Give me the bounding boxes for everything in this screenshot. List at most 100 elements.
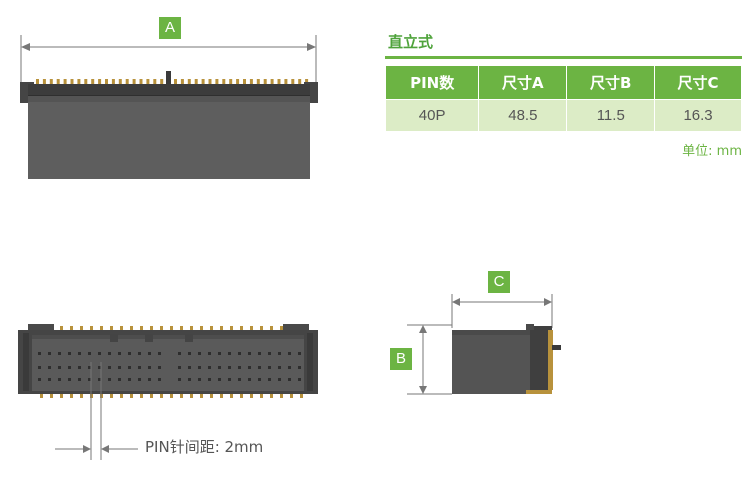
pin-tip (153, 79, 157, 85)
pin-tip (194, 79, 198, 85)
contact-hole (278, 378, 281, 381)
front-view-drawing (18, 324, 318, 460)
pin-tip (132, 79, 136, 85)
pin-tip (210, 394, 213, 398)
dim-a-arrow-right (307, 43, 316, 51)
contact-hole (218, 352, 221, 355)
contact-hole (228, 352, 231, 355)
pin-tip (263, 79, 267, 85)
contact-hole (258, 352, 261, 355)
contact-hole (298, 352, 301, 355)
contact-hole (278, 352, 281, 355)
contact-hole (148, 366, 151, 369)
title-rule (385, 56, 742, 59)
contact-hole (158, 352, 161, 355)
pin-tip (120, 394, 123, 398)
contact-hole (98, 366, 101, 369)
contact-hole (188, 378, 191, 381)
contact-hole (88, 352, 91, 355)
contact-hole (268, 378, 271, 381)
contact-hole (288, 378, 291, 381)
contact-hole (58, 366, 61, 369)
pin-tip (91, 79, 95, 85)
side-body (452, 330, 530, 394)
pin-tip (140, 394, 143, 398)
pin-tip (160, 326, 163, 330)
contact-hole (288, 366, 291, 369)
header-pin-count: PIN数 (384, 65, 480, 100)
pin-tip (270, 394, 273, 398)
contact-hole (128, 366, 131, 369)
contact-hole (178, 366, 181, 369)
contact-hole (228, 366, 231, 369)
contact-hole (108, 378, 111, 381)
pin-tip (98, 79, 102, 85)
pin-tip (77, 79, 81, 85)
header-size-c: 尺寸C (654, 65, 742, 100)
cell-size-c: 16.3 (654, 99, 742, 132)
contact-hole (248, 378, 251, 381)
contact-hole (48, 352, 51, 355)
pin-tip (60, 326, 63, 330)
pin-tip (249, 79, 253, 85)
pin-tip (229, 79, 233, 85)
side-post (552, 345, 561, 350)
contact-hole (218, 366, 221, 369)
contact-hole (118, 352, 121, 355)
pin-tip (130, 394, 133, 398)
table-header-row: PIN数 尺寸A 尺寸B 尺寸C (384, 65, 742, 100)
pin-tip (70, 79, 74, 85)
pin-tip (125, 79, 129, 85)
pin-tip (284, 79, 288, 85)
contact-hole (278, 366, 281, 369)
pin-tip (110, 326, 113, 330)
cell-size-a: 48.5 (478, 99, 568, 132)
pin-tip (80, 394, 83, 398)
contact-hole (158, 366, 161, 369)
contact-hole (68, 378, 71, 381)
pin-tip (220, 326, 223, 330)
pin-tip (63, 79, 67, 85)
contact-hole (298, 378, 301, 381)
contact-hole (238, 352, 241, 355)
pin-tip (260, 326, 263, 330)
contact-hole (128, 352, 131, 355)
pin-tip (70, 394, 73, 398)
pin-tip (250, 326, 253, 330)
contact-hole (228, 378, 231, 381)
pin-tip (170, 394, 173, 398)
top-cap (28, 84, 310, 96)
contact-hole (208, 352, 211, 355)
key-post (166, 71, 171, 85)
contact-hole (38, 366, 41, 369)
contact-hole (38, 378, 41, 381)
contact-hole (58, 352, 61, 355)
pin-tip (215, 79, 219, 85)
pin-tip (130, 326, 133, 330)
pin-tip (80, 326, 83, 330)
contact-hole (178, 352, 181, 355)
contact-hole (98, 378, 101, 381)
pin-tip (118, 79, 122, 85)
pin-tip (280, 394, 283, 398)
table-title: 直立式 (388, 33, 434, 51)
pin-tip (280, 326, 283, 330)
contact-hole (108, 352, 111, 355)
contact-hole (238, 366, 241, 369)
pin-tip (150, 394, 153, 398)
contact-hole (158, 378, 161, 381)
contact-hole (48, 378, 51, 381)
contact-hole (118, 378, 121, 381)
pin-tip (150, 326, 153, 330)
contact-hole (248, 352, 251, 355)
contact-hole (128, 378, 131, 381)
contact-hole (138, 378, 141, 381)
contact-hole (288, 352, 291, 355)
pin-tip (187, 79, 191, 85)
pin-tip (70, 326, 73, 330)
contact-hole (138, 352, 141, 355)
contact-hole (208, 378, 211, 381)
pin-tip (240, 326, 243, 330)
contact-hole (258, 366, 261, 369)
pin-tip (220, 394, 223, 398)
